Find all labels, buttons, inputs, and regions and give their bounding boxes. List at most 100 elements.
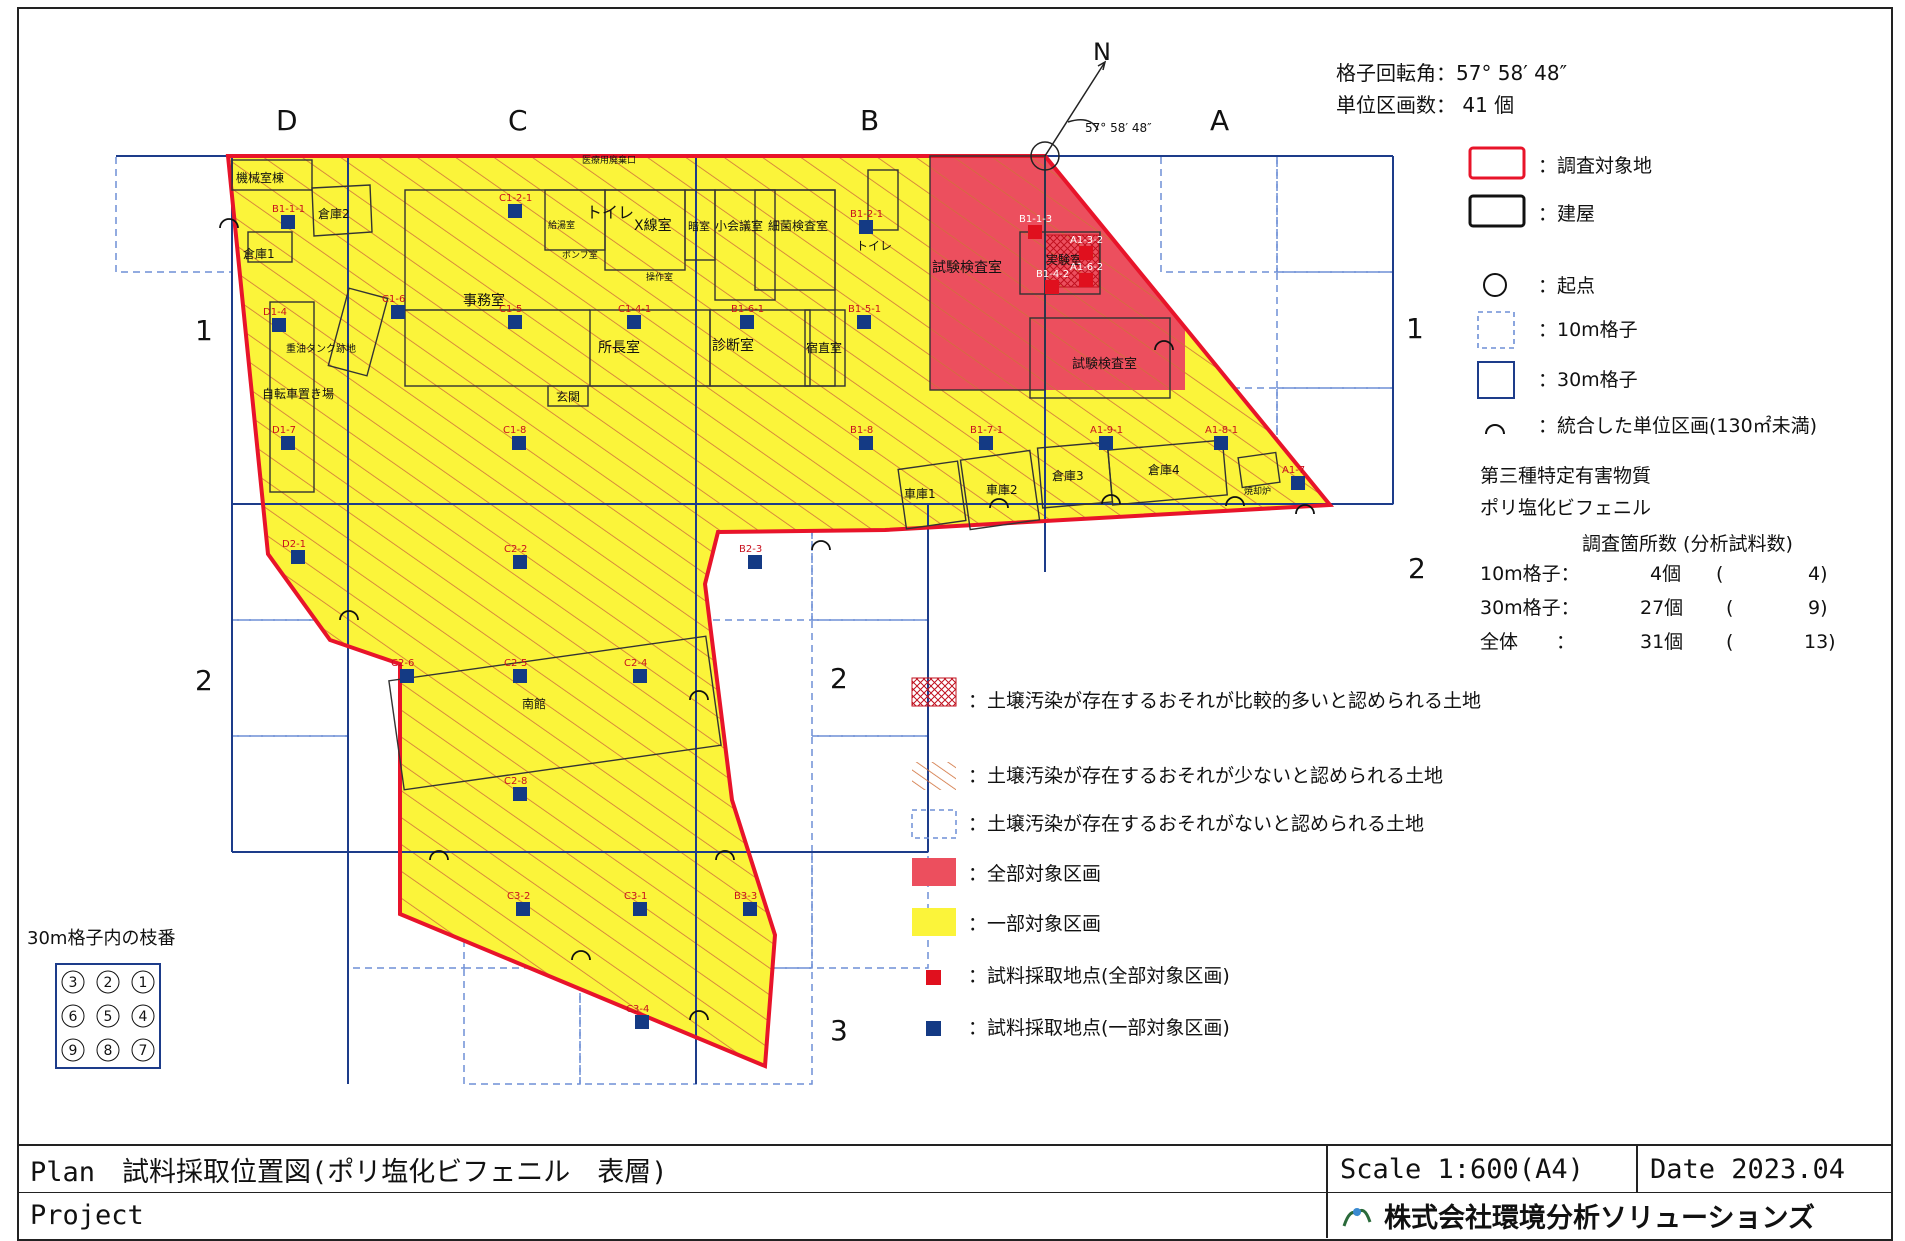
room-label: 診断室 <box>712 337 754 354</box>
svg-text:9): 9) <box>1808 597 1828 619</box>
sample-point-marker <box>1045 280 1059 294</box>
sample-point-marker <box>743 902 757 916</box>
sample-point-label: B1-7-1 <box>970 425 1003 436</box>
room-label: 小会議室 <box>715 218 763 233</box>
count-header: 調査箇所数 (分析試料数) <box>1582 533 1793 555</box>
svg-text:5: 5 <box>104 1009 113 1025</box>
subgrid-title: 30m格子内の枝番 <box>27 928 175 949</box>
sample-points-full: B1-1-3A1-3-2A1-6-2B1-4-2 <box>1019 214 1103 294</box>
sample-point-marker <box>281 436 295 450</box>
room-label: 玄関 <box>556 389 580 404</box>
sample-point-marker <box>1099 436 1113 450</box>
origin-marker <box>1030 141 1060 171</box>
sample-point-label: A1-8-1 <box>1205 425 1238 436</box>
room-label: 自転車置き場 <box>262 387 334 401</box>
count-row-total: 全体 ： 31個 ( 13) <box>1480 631 1836 653</box>
project-label: Project <box>30 1199 144 1231</box>
sample-point-label: B1-2-1 <box>850 209 883 220</box>
svg-text:(: ( <box>1726 631 1733 653</box>
sample-point-label: C2-8 <box>504 776 527 787</box>
room-label: 倉庫1 <box>243 246 275 261</box>
room-label: 倉庫3 <box>1052 468 1084 483</box>
sample-point-label: A1-3-2 <box>1070 235 1103 246</box>
room-label: 機械室棟 <box>236 170 284 185</box>
sample-point-label: C1-8 <box>503 425 526 436</box>
plan-title: Plan 試料採取位置図(ポリ塩化ビフェニル 表層) <box>30 1156 668 1188</box>
svg-text:4個: 4個 <box>1650 563 1681 585</box>
sample-point-marker <box>391 305 405 319</box>
legend-grid30-swatch <box>1477 361 1515 399</box>
sample-point-label: C1-5 <box>499 304 522 315</box>
company-name: 株式会社環境分析ソリューションズ <box>1384 1202 1815 1234</box>
legend-sample-full-swatch <box>926 970 941 985</box>
sample-point-label: D2-1 <box>282 539 306 550</box>
sample-point-label: C2-5 <box>504 658 527 669</box>
unit-count: 単位区画数： 41 個 <box>1336 93 1514 117</box>
room-label: 車庫1 <box>904 487 936 501</box>
room-label: 医療用廃棄口 <box>582 154 636 166</box>
room-label: 実験室 <box>1046 252 1082 267</box>
sample-point-marker <box>635 1015 649 1029</box>
sample-point-label: D1-4 <box>263 307 287 318</box>
legend-grid10-label: ：10m格子 <box>1538 319 1638 341</box>
north-label: N <box>1093 38 1111 66</box>
sample-point-marker <box>1079 273 1093 287</box>
sample-point-label: A1-9-1 <box>1090 425 1123 436</box>
room-label: ポンプ室 <box>562 249 598 261</box>
legend-origin-icon <box>1483 273 1507 297</box>
sample-point-label: C1-6 <box>382 294 405 305</box>
room-labels: 機械室棟 倉庫2 倉庫1 事務室 トイレ X線室 小会議室 細菌検査室 試験検査… <box>236 154 1271 711</box>
svg-text:8: 8 <box>104 1043 113 1059</box>
legend-sample-partial-label: ：試料採取地点(一部対象区画) <box>968 1017 1230 1039</box>
sample-point-marker <box>1291 476 1305 490</box>
column-label-a: A <box>1210 104 1229 137</box>
sample-point-marker <box>859 220 873 234</box>
legend-full-unit-label: ：全部対象区画 <box>968 863 1101 885</box>
sample-point-marker <box>633 669 647 683</box>
svg-text:全体 ：: 全体 ： <box>1480 631 1575 653</box>
sample-point-label: C3-2 <box>507 891 530 902</box>
legend-no-risk-swatch <box>911 809 957 839</box>
north-arrow <box>1030 60 1107 171</box>
room-label: トイレ <box>586 203 634 222</box>
room-label: トイレ <box>856 239 892 253</box>
legend-origin-label: ：起点 <box>1538 275 1595 297</box>
sample-point-label: C2-4 <box>624 658 647 669</box>
legend-sample-partial-swatch <box>926 1021 941 1036</box>
substance-title: 第三種特定有害物質 <box>1480 465 1651 487</box>
sheet-frame <box>17 7 1893 1241</box>
sample-point-label: D1-7 <box>272 425 296 436</box>
subgrid-diagram: 3 2 1 6 5 4 9 8 7 <box>55 963 161 1069</box>
sample-point-marker <box>857 315 871 329</box>
room-label: 操作室 <box>646 271 673 283</box>
column-label-b: B <box>860 104 879 137</box>
room-label: X線室 <box>634 217 672 234</box>
company-logo-icon <box>1342 1208 1372 1227</box>
legend-grid10-swatch <box>1477 311 1515 349</box>
room-label: 倉庫4 <box>1148 462 1180 477</box>
svg-text:27個: 27個 <box>1640 597 1683 619</box>
room-label: 試験検査室 <box>932 259 1002 276</box>
room-label: 事務室 <box>463 292 505 309</box>
room-label: 焼却炉 <box>1244 485 1271 497</box>
svg-text:7: 7 <box>139 1043 148 1059</box>
sample-point-label: B1-6-1 <box>731 304 764 315</box>
legend-low-risk-label: ：土壌汚染が存在するおそれが少ないと認められる土地 <box>968 765 1443 787</box>
sample-point-marker <box>740 315 754 329</box>
sample-point-marker <box>291 550 305 564</box>
sample-point-marker <box>627 315 641 329</box>
sample-point-label: C2-6 <box>391 658 414 669</box>
svg-text:(: ( <box>1726 597 1733 619</box>
sample-point-marker <box>1214 436 1228 450</box>
sample-point-marker <box>281 215 295 229</box>
sample-point-marker <box>508 315 522 329</box>
legend-sample-full-label: ：試料採取地点(全部対象区画) <box>968 965 1230 987</box>
svg-text:4): 4) <box>1808 563 1828 585</box>
legend-target-label: ：調査対象地 <box>1538 155 1652 177</box>
legend-merged-icon <box>1485 424 1505 435</box>
sample-point-marker <box>512 436 526 450</box>
svg-text:13): 13) <box>1804 631 1836 653</box>
title-block: Plan 試料採取位置図(ポリ塩化ビフェニル 表層) Scale 1:600(A… <box>18 1144 1892 1240</box>
